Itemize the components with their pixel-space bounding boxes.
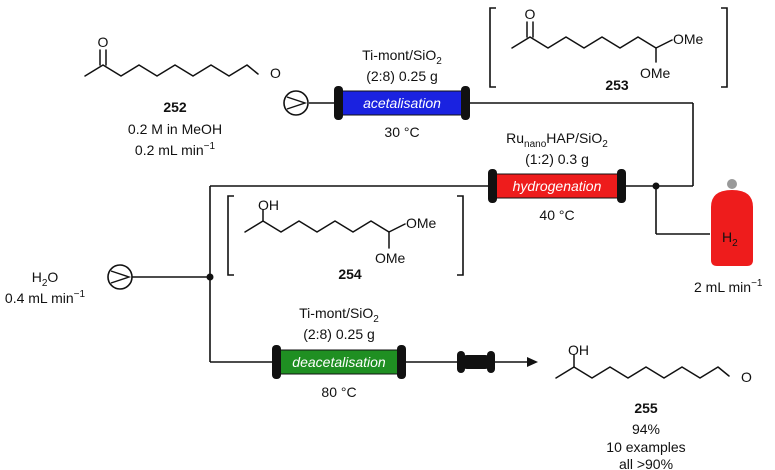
hydrogenation-label: hydrogenation [513, 178, 602, 194]
compound-254-number: 254 [338, 266, 362, 282]
253-carbonyl-o: O [525, 6, 536, 22]
compound-255-number: 255 [634, 400, 658, 416]
pump-icon [107, 264, 133, 290]
253-ome-bottom: OMe [640, 65, 671, 81]
254-ome-bottom: OMe [375, 250, 406, 266]
254-oh: OH [258, 197, 279, 213]
deacetalisation-temp: 80 °C [321, 384, 356, 400]
deacetalisation-loading: (2:8) 0.25 g [303, 326, 375, 342]
acetalisation-catalyst: Ti-mont/SiO2 [362, 47, 442, 67]
253-ome-top: OMe [673, 31, 704, 47]
hydrogenation-temp: 40 °C [539, 207, 574, 223]
acetalisation-reactor: acetalisation [334, 86, 470, 120]
arrow-head [527, 357, 538, 367]
bracket-253 [489, 7, 728, 88]
compound-255-examples: 10 examples [606, 439, 685, 455]
255-carbonyl-o: O [741, 369, 752, 385]
deacetalisation-reactor: deacetalisation [272, 345, 406, 379]
252-aldehyde-o: O [270, 65, 281, 81]
hydrogenation-catalyst: RunanoHAP/SiO2 [506, 130, 608, 150]
bracket-254 [227, 195, 464, 276]
flow-lines [132, 102, 710, 363]
compound-255-yield: 94% [632, 421, 660, 437]
254-ome-top: OMe [406, 215, 437, 231]
water-label: H2O [32, 269, 59, 289]
252-ketone-o: O [98, 34, 109, 50]
255-oh: OH [568, 342, 589, 358]
hydrogenation-loading: (1:2) 0.3 g [525, 151, 589, 167]
structure-255 [555, 354, 730, 379]
structure-254 [244, 209, 406, 249]
acetalisation-loading: (2:8) 0.25 g [366, 68, 438, 84]
h2-flow: 2 mL min−1 [694, 278, 763, 295]
water-flow: 0.4 mL min−1 [5, 289, 86, 306]
structure-253 [511, 21, 673, 63]
compound-252-number: 252 [163, 99, 187, 115]
acetalisation-label: acetalisation [363, 95, 441, 111]
deacetalisation-catalyst: Ti-mont/SiO2 [299, 305, 379, 325]
hydrogenation-reactor: hydrogenation [488, 169, 626, 203]
compound-252-conc: 0.2 M in MeOH [128, 121, 222, 137]
h2-cylinder-icon [711, 179, 753, 266]
deacetalisation-label: deacetalisation [292, 354, 386, 370]
junction-dot-hydrogen [652, 182, 660, 190]
acetalisation-temp: 30 °C [384, 124, 419, 140]
h2-label: H2 [722, 229, 738, 249]
structure-252 [84, 49, 259, 77]
junction-dot-water [206, 273, 214, 281]
compound-253-number: 253 [605, 77, 629, 93]
compound-252-flow: 0.2 mL min−1 [135, 141, 216, 158]
back-pressure-regulator-icon [457, 351, 495, 373]
pump-icon [283, 90, 309, 116]
compound-255-all: all >90% [619, 456, 673, 470]
